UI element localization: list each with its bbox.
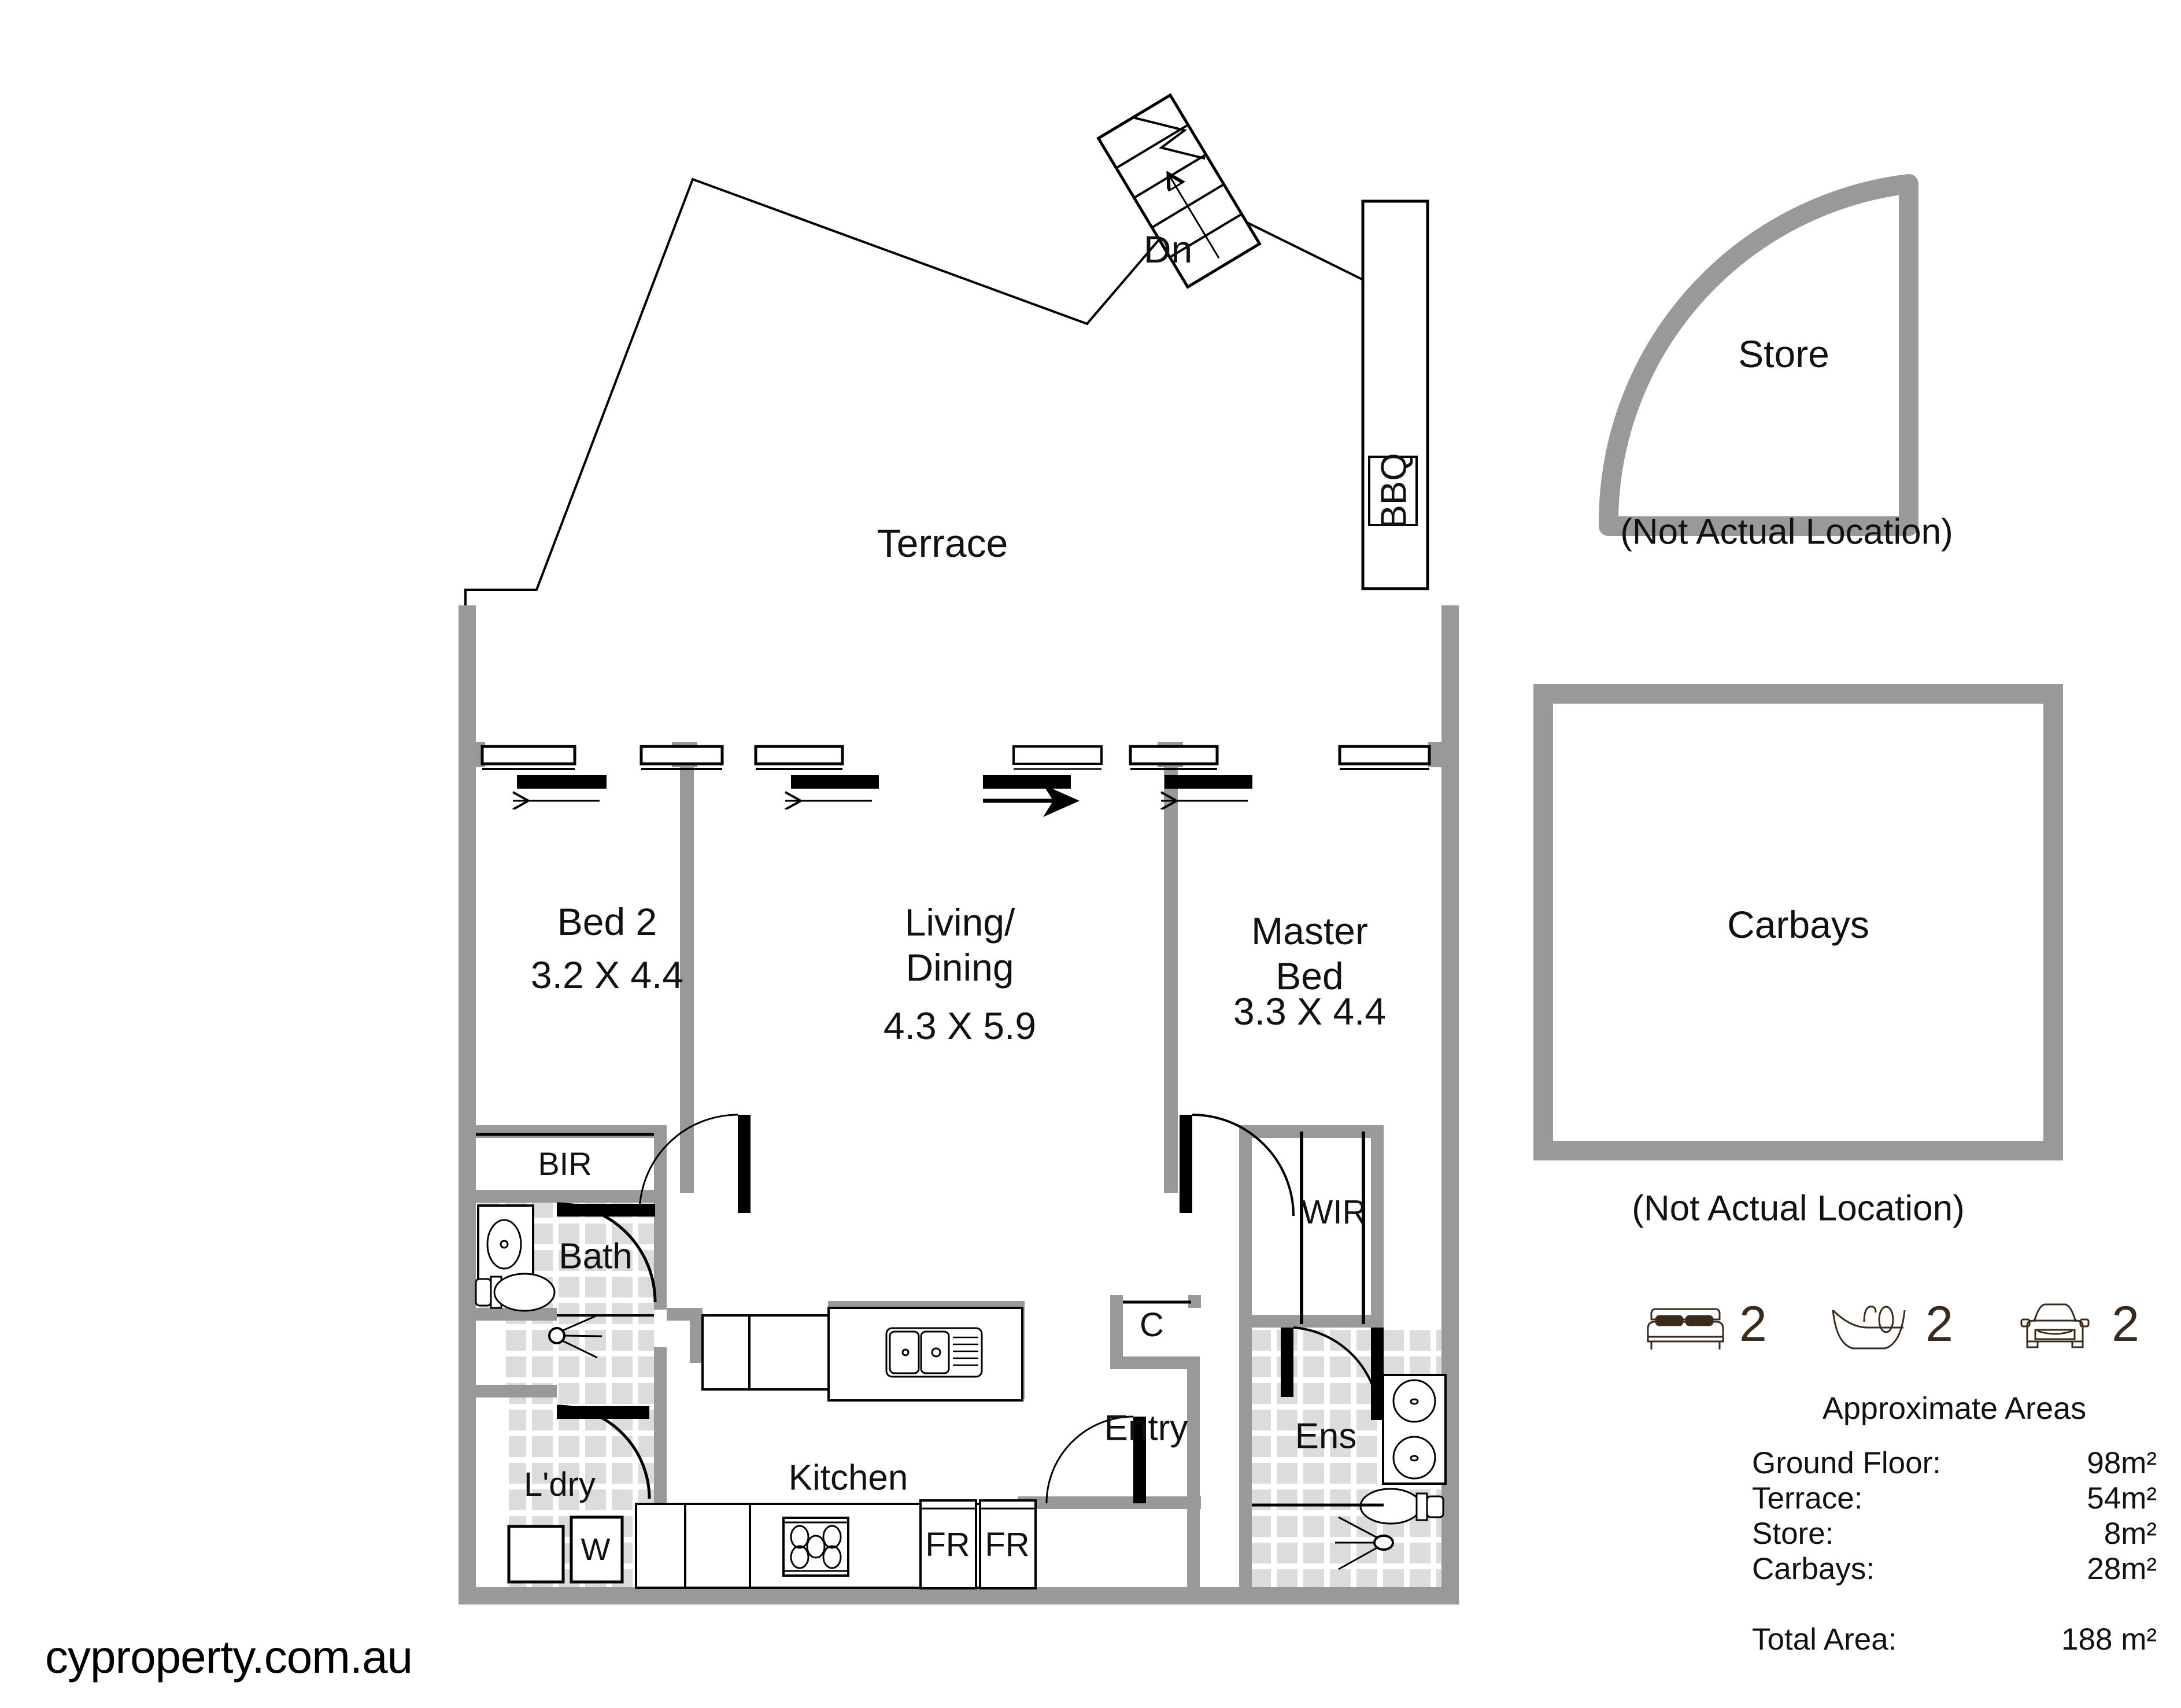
area-label-total: Total Area: [1752,1622,1897,1657]
fridge-1-label: FR [925,1525,970,1563]
area-value-store: 8m² [2104,1517,2157,1551]
area-row-store: Store: 8m² [1752,1516,2157,1551]
legend-bathrooms-count: 2 [1925,1296,1953,1352]
stairs-down-label: Dn [1143,228,1193,271]
bathtub-icon [1832,1306,1906,1350]
legend-carbays-count: 2 [2112,1296,2139,1352]
room-label-living-dining: Living/ Dining [904,901,1015,989]
room-dimensions-master-bed: 3.3 X 4.4 [1233,990,1387,1033]
areas-list: Ground Floor: 98m² Terrace: 54m² Store: … [1752,1445,2157,1587]
cupboard-label: C [1140,1306,1164,1344]
stairs-down [1096,93,1262,289]
area-row-carbays: Carbays: 28m² [1752,1551,2157,1587]
area-label-store: Store: [1752,1517,1834,1551]
legend-bathrooms: 2 [1823,1296,1953,1352]
carbays-outline [1533,684,2063,1160]
legend-bedrooms: 2 [1642,1296,1767,1352]
room-label-ens: Ens [1295,1416,1357,1456]
built-in-robe-label: BIR [538,1145,592,1182]
area-row-ground-floor: Ground Floor: 98m² [1752,1445,2157,1481]
walk-in-robe-label: WIR [1301,1193,1367,1231]
carbays-note: (Not Actual Location) [1632,1188,1965,1229]
room-label-kitchen: Kitchen [788,1458,908,1498]
fridge-2-label: FR [985,1525,1030,1563]
bath-fixtures [475,1133,654,1584]
legend-carbays: 2 [2009,1296,2139,1352]
watermark: cyproperty.com.au [45,1631,413,1683]
bbq-bench [1361,199,1429,590]
car-icon [2020,1303,2090,1348]
room-label-laundry: L'dry [524,1465,596,1503]
area-label-carbays: Carbays: [1752,1552,1875,1586]
room-label-entry: Entry [1104,1408,1188,1448]
legend-bedrooms-count: 2 [1739,1296,1767,1352]
area-value-terrace: 54m² [2087,1481,2157,1515]
area-value-carbays: 28m² [2087,1552,2157,1586]
bbq-label: BBQ [1374,453,1414,529]
area-value-ground-floor: 98m² [2087,1446,2157,1480]
bed-icon [1647,1308,1724,1350]
room-label-bed2: Bed 2 [557,900,657,944]
carbays-label: Carbays [1727,903,1869,947]
area-label-terrace: Terrace: [1752,1481,1863,1515]
doors [556,1114,1447,1504]
store-label: Store [1738,332,1829,376]
area-row-terrace: Terrace: 54m² [1752,1481,2157,1516]
areas-title: Approximate Areas [1822,1391,2087,1426]
room-label-bath: Bath [559,1236,633,1277]
room-dimensions-bed2: 3.2 X 4.4 [530,953,684,997]
room-label-master-bed: Master Bed [1251,910,1368,997]
ens-fixtures [1252,1132,1447,1570]
store-outline [1598,174,1918,536]
washer-label: W [581,1532,611,1567]
room-dimensions-living-dining: 4.3 X 5.9 [883,1004,1037,1048]
room-label-terrace: Terrace [877,521,1008,565]
store-note: (Not Actual Location) [1620,512,1953,552]
legend: 2 2 2 [1642,1281,2139,1367]
area-value-total: 188 m² [2061,1622,2157,1657]
area-label-ground-floor: Ground Floor: [1752,1446,1941,1480]
sliding-doors-top [480,745,1431,817]
kitchen-fixtures [635,1300,1191,1589]
area-row-total: Total Area: 188 m² [1752,1622,2157,1657]
